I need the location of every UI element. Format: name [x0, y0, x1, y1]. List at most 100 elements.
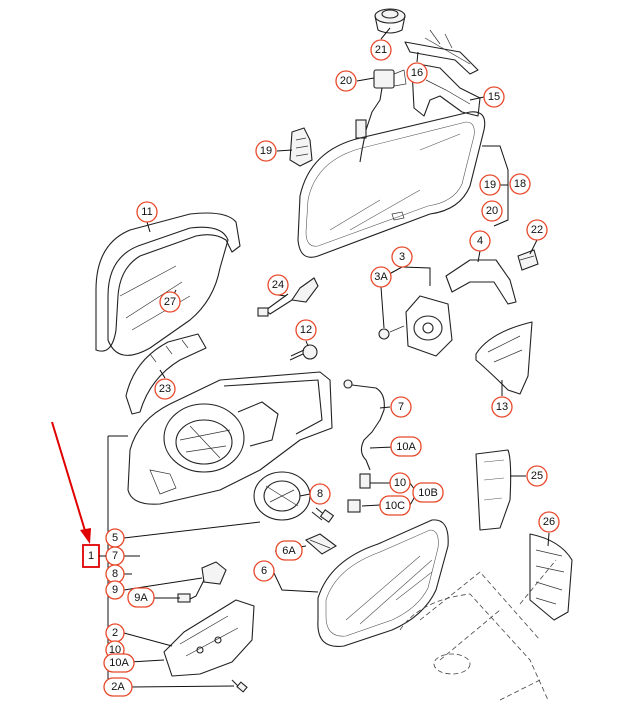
callout-26: 26: [538, 511, 560, 533]
svg-text:26: 26: [543, 516, 555, 528]
callout-18: 18: [509, 173, 531, 195]
svg-text:20: 20: [340, 75, 352, 87]
callout-6A: 6A: [275, 540, 303, 561]
interior-rear-view-mirror: [297, 111, 486, 258]
svg-text:13: 13: [496, 401, 508, 413]
callout-10B: 10B: [412, 482, 444, 503]
svg-text:3A: 3A: [374, 271, 388, 283]
callout-7: 7: [390, 396, 412, 418]
callout-7-left: 7: [105, 546, 125, 566]
part-7-harness: [343, 379, 385, 471]
part-11-housing-cover: [95, 212, 241, 356]
part-10-connectors: [347, 473, 371, 513]
callout-10: 10: [389, 472, 411, 494]
callout-4: 4: [469, 230, 491, 252]
svg-text:2: 2: [112, 627, 118, 639]
svg-text:11: 11: [141, 206, 152, 218]
svg-text:8: 8: [317, 488, 323, 500]
callout-19-top: 19: [255, 140, 277, 162]
part-2A-screw: [231, 679, 248, 693]
callout-20: 20: [335, 70, 357, 92]
svg-text:1: 1: [88, 550, 94, 562]
svg-text:10A: 10A: [396, 441, 416, 453]
callout-10A: 10A: [390, 436, 422, 457]
callout-27: 27: [159, 291, 181, 313]
callout-13: 13: [491, 396, 513, 418]
highlight-arrow: [51, 421, 91, 544]
svg-text:5: 5: [112, 532, 118, 544]
svg-text:7: 7: [112, 550, 118, 562]
mirror-base-assembly: [127, 371, 333, 505]
callout-9A: 9A: [127, 587, 155, 608]
part-4-trim: [445, 249, 539, 305]
svg-text:2A: 2A: [111, 681, 125, 693]
svg-text:9A: 9A: [134, 592, 148, 604]
svg-text:10: 10: [394, 477, 406, 489]
leader-lines: [107, 27, 550, 690]
svg-text:6A: 6A: [282, 545, 296, 557]
svg-text:22: 22: [531, 224, 543, 236]
svg-text:19: 19: [484, 179, 496, 191]
part-9-lamp: [177, 561, 227, 603]
part-23-trim: [125, 333, 207, 415]
svg-text:6: 6: [261, 565, 267, 577]
svg-text:8: 8: [112, 568, 118, 580]
svg-text:9: 9: [112, 584, 118, 596]
part-8-screw: [311, 507, 335, 523]
part-21-sensor: [374, 8, 406, 34]
svg-text:25: 25: [531, 470, 543, 482]
part-25-lens: [475, 449, 512, 531]
callout-16: 16: [406, 62, 428, 84]
callout-19-right: 19: [479, 174, 501, 196]
callout-24: 24: [267, 274, 289, 296]
part-6-mirror-glass: [317, 519, 449, 648]
svg-text:10A: 10A: [109, 657, 129, 669]
callout-6: 6: [253, 560, 275, 582]
callout-15: 15: [483, 86, 505, 108]
callout-10C: 10C: [379, 495, 411, 516]
callout-22: 22: [526, 219, 548, 241]
highlighted-part-1-label: 1: [82, 544, 100, 568]
part-16-bracket: [404, 29, 481, 117]
part-6A-clip: [304, 533, 337, 555]
svg-text:20: 20: [486, 205, 498, 217]
vehicle-door-outline: [399, 559, 557, 701]
part-19-clip: [289, 127, 313, 167]
svg-text:15: 15: [488, 91, 500, 103]
svg-text:24: 24: [272, 279, 284, 291]
part-20-connector: [355, 69, 407, 163]
callout-21: 21: [370, 39, 392, 61]
callout-2A: 2A: [103, 677, 133, 697]
callout-9: 9: [105, 580, 125, 600]
part-26-lamp: [529, 533, 573, 621]
svg-text:18: 18: [514, 178, 526, 190]
callout-23: 23: [154, 378, 176, 400]
callout-12: 12: [295, 319, 317, 341]
svg-text:27: 27: [164, 296, 176, 308]
callout-8-top: 8: [309, 483, 331, 505]
svg-text:7: 7: [398, 401, 404, 413]
svg-text:10C: 10C: [385, 500, 405, 512]
svg-text:12: 12: [300, 324, 312, 336]
svg-text:4: 4: [477, 235, 483, 247]
part-13-cover: [475, 321, 533, 395]
svg-text:10: 10: [109, 644, 121, 656]
part-12-screw: [289, 344, 318, 361]
callout-20-right: 20: [481, 200, 503, 222]
svg-text:19: 19: [260, 145, 272, 157]
callout-2: 2: [105, 623, 125, 643]
part-24-clip: [257, 277, 319, 317]
callout-25: 25: [526, 465, 548, 487]
callout-5: 5: [105, 528, 125, 548]
part-2-lower-housing: [163, 599, 255, 677]
callout-11: 11: [136, 201, 158, 223]
svg-text:16: 16: [411, 67, 423, 79]
part-3-motor: [378, 295, 453, 357]
callout-3: 3: [391, 246, 413, 268]
callout-8-left: 8: [105, 564, 125, 584]
svg-text:3: 3: [399, 251, 405, 263]
callout-10A-left: 10A: [103, 653, 135, 673]
svg-text:23: 23: [159, 383, 171, 395]
callout-3A: 3A: [370, 266, 392, 288]
